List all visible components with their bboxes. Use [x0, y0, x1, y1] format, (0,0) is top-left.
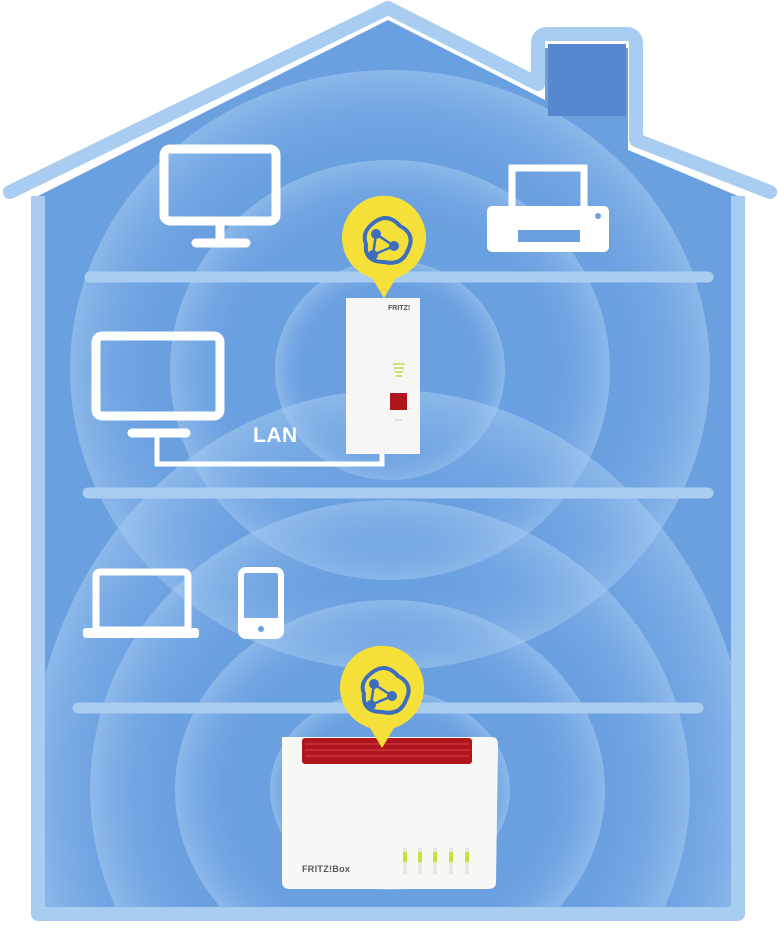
fritz-repeater-device [346, 298, 420, 454]
fritz-box-router-device [282, 737, 498, 889]
mesh-badge-router [340, 645, 424, 748]
router-brand-label: FRITZ!Box [302, 864, 351, 874]
laptop-icon [83, 568, 199, 638]
repeater-button [390, 393, 407, 410]
lan-cable [154, 436, 385, 467]
chimney [548, 44, 626, 116]
repeater-brand-label: FRITZ! [388, 305, 411, 312]
printer-icon [487, 164, 609, 252]
mesh-icon [362, 216, 413, 265]
router-leds [403, 848, 469, 874]
lan-desktop-icon [91, 331, 225, 438]
mesh-icon [360, 666, 411, 715]
mesh-badge-repeater [342, 195, 427, 298]
desktop-monitor-icon [159, 144, 281, 248]
router-vent [302, 738, 472, 764]
smartphone-icon [238, 567, 284, 639]
lan-label: LAN [253, 424, 298, 447]
